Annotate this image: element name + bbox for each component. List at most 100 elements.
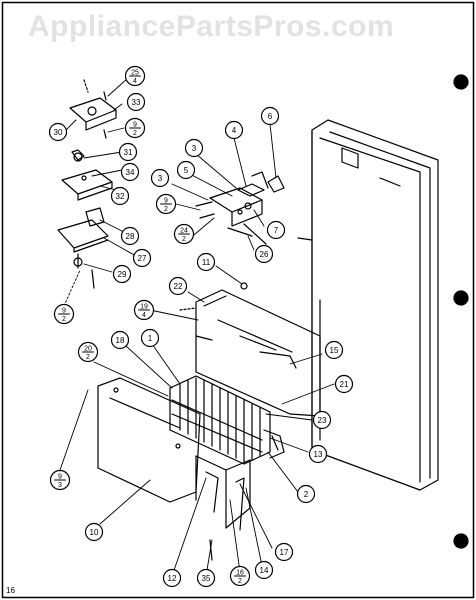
callout-5: 5 — [176, 160, 196, 180]
callout-circle — [324, 340, 344, 360]
watermark-text: AppliancePartsPros.com — [28, 10, 395, 43]
callout-23: 23 — [312, 410, 332, 430]
callout-number: 11 — [202, 258, 211, 267]
callout-quantity: 2 — [86, 354, 90, 361]
callout-number: 15 — [330, 346, 339, 355]
callout-circle — [334, 374, 354, 394]
callout-circle — [110, 186, 130, 206]
callout-16-2: 162 — [229, 565, 251, 587]
callout-number: 5 — [184, 166, 189, 175]
callout-number: 12 — [168, 574, 177, 583]
callout-number: 10 — [90, 528, 99, 537]
callout-circle — [308, 444, 328, 464]
leader-lines — [59, 77, 335, 577]
callout-quantity: 2 — [133, 130, 137, 137]
callout-number: 7 — [274, 226, 279, 235]
callout-circle — [184, 138, 204, 158]
callout-number: 24 — [180, 228, 188, 235]
callout-circle — [312, 410, 332, 430]
callout-circle — [118, 142, 138, 162]
callout-18: 18 — [110, 330, 130, 350]
callout-circle — [254, 244, 274, 264]
binder-hole-top — [453, 74, 469, 90]
callout-number: 35 — [202, 574, 211, 583]
callout-circle — [168, 276, 188, 296]
callout-number: 32 — [116, 192, 125, 201]
callout-circle — [176, 160, 196, 180]
callout-35: 35 — [196, 568, 216, 588]
callout-circle — [254, 560, 274, 580]
callout-22: 22 — [168, 276, 188, 296]
callout-number: 16 — [236, 570, 244, 577]
callout-number: 29 — [118, 270, 127, 279]
callout-9-2-left: 92 — [53, 303, 75, 325]
callout-32: 32 — [110, 186, 130, 206]
callout-quantity: 4 — [133, 78, 137, 85]
callout-3a: 3 — [184, 138, 204, 158]
evaporator-coil — [169, 375, 285, 465]
callout-30: 30 — [48, 122, 68, 142]
callout-number: 13 — [314, 450, 323, 459]
callout-19-4: 194 — [133, 299, 155, 321]
callout-6: 6 — [260, 106, 280, 126]
callout-number: 26 — [260, 250, 269, 259]
callout-circle — [266, 220, 286, 240]
callout-17: 17 — [274, 542, 294, 562]
callout-number: 33 — [132, 98, 141, 107]
callout-21: 21 — [334, 374, 354, 394]
callout-circle — [112, 264, 132, 284]
callout-quantity: 2 — [62, 316, 66, 323]
callout-9-2-mid: 92 — [155, 193, 177, 215]
callout-circle — [274, 542, 294, 562]
lamp-bracket-assembly — [57, 79, 117, 289]
callout-9-2-top: 92 — [124, 117, 146, 139]
cabinet-liner — [297, 119, 439, 491]
callout-circle — [196, 252, 216, 272]
callout-number: 17 — [280, 548, 289, 557]
control-bracket-assembly — [195, 171, 285, 245]
callout-number: 3 — [158, 174, 163, 183]
callout-number: 25 — [131, 70, 139, 77]
callout-circle — [196, 568, 216, 588]
callout-number: 1 — [148, 334, 153, 343]
callout-25-4: 254 — [124, 65, 146, 87]
callout-quantity: 2 — [182, 236, 186, 243]
callout-circle — [132, 248, 152, 268]
callout-number: 9 — [133, 122, 137, 129]
callout-27: 27 — [132, 248, 152, 268]
callout-3b: 3 — [150, 168, 170, 188]
callout-11: 11 — [196, 252, 216, 272]
rear-panel — [97, 377, 201, 503]
callout-31: 31 — [118, 142, 138, 162]
callout-9-3: 93 — [49, 469, 71, 491]
callout-number: 20 — [84, 346, 92, 353]
callout-28: 28 — [120, 226, 140, 246]
binder-hole-middle — [453, 290, 469, 306]
callout-circle — [120, 162, 140, 182]
callout-number: 9 — [58, 474, 62, 481]
callout-circle — [162, 568, 182, 588]
callout-circle — [150, 168, 170, 188]
callout-number: 31 — [124, 148, 133, 157]
callout-24-2: 242 — [173, 223, 195, 245]
callout-number: 19 — [140, 304, 148, 311]
callout-13: 13 — [308, 444, 328, 464]
callout-circle — [296, 484, 316, 504]
callout-2: 2 — [296, 484, 316, 504]
callout-26: 26 — [254, 244, 274, 264]
callout-number: 18 — [116, 336, 125, 345]
callout-12: 12 — [162, 568, 182, 588]
callout-14: 14 — [254, 560, 274, 580]
callout-15: 15 — [324, 340, 344, 360]
callout-number: 22 — [174, 282, 183, 291]
callout-number: 28 — [126, 232, 135, 241]
callout-number: 2 — [304, 490, 309, 499]
callout-circle — [260, 106, 280, 126]
callout-7: 7 — [266, 220, 286, 240]
callout-1: 1 — [140, 328, 160, 348]
callout-number: 9 — [164, 198, 168, 205]
callout-circle — [110, 330, 130, 350]
